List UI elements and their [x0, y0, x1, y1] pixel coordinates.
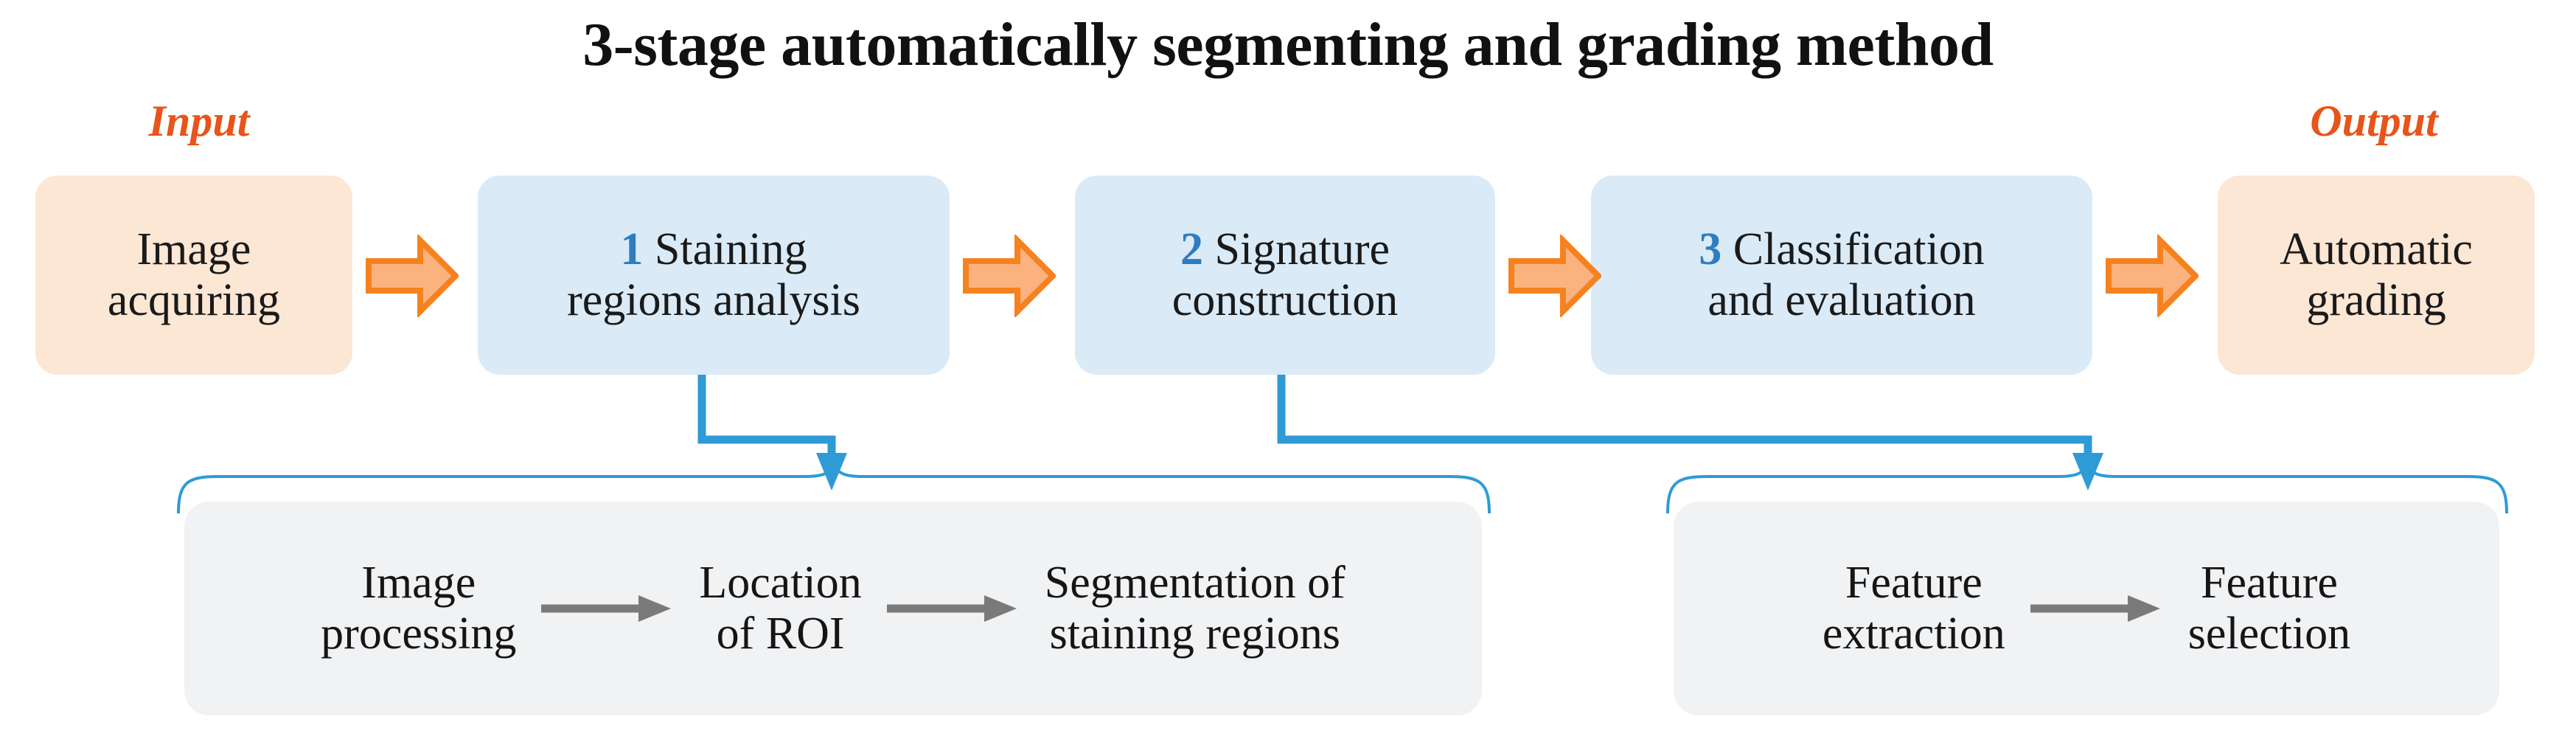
- input-caption: Input: [148, 97, 250, 145]
- stage-1-number: 1: [620, 224, 644, 274]
- page-title: 3-stage automatically segmenting and gra…: [582, 10, 1994, 79]
- right-thin-arrow-icon: [2030, 595, 2160, 622]
- flow-box-input-label: Image acquiring: [107, 224, 281, 325]
- flow-box-output-label: Automatic grading: [2280, 224, 2473, 325]
- stage-3-label: Classification and evaluation: [1708, 224, 1985, 325]
- flow-box-stage-3-content: 3 Classification and evaluation: [1699, 224, 1984, 327]
- stage-2-number: 2: [1180, 224, 1203, 274]
- detail-step: Feature extraction: [1822, 557, 2005, 659]
- output-caption: Output: [2310, 97, 2438, 145]
- flow-box-stage-3: 3 Classification and evaluation: [1591, 176, 2092, 375]
- flow-box-stage-2-content: 2 Signature construction: [1172, 224, 1399, 327]
- flow-box-stage-1: 1 Staining regions analysis: [478, 176, 950, 375]
- flow-box-input: Image acquiring: [35, 176, 352, 375]
- stage-3-number: 3: [1699, 224, 1722, 274]
- curly-brace-icon: [1666, 465, 2508, 514]
- stage-2-label: Signature construction: [1172, 224, 1399, 325]
- detail-step: Location of ROI: [699, 557, 862, 659]
- detail-step: Image processing: [321, 557, 517, 659]
- detail-step: Feature selection: [2187, 557, 2351, 659]
- flow-box-output: Automatic grading: [2218, 176, 2535, 375]
- right-block-arrow-icon: [1508, 235, 1601, 317]
- curly-brace-icon: [177, 465, 1491, 514]
- detail-step: Segmentation of staining regions: [1044, 557, 1346, 659]
- right-thin-arrow-icon: [886, 595, 1017, 622]
- right-block-arrow-icon: [963, 235, 1056, 317]
- right-block-arrow-icon: [366, 235, 459, 317]
- right-block-arrow-icon: [2106, 235, 2199, 317]
- detail-panel-stage-1: Image processing Location of ROI Segment…: [184, 502, 1482, 715]
- stage-1-label: Staining regions analysis: [567, 224, 860, 325]
- flow-box-stage-1-content: 1 Staining regions analysis: [567, 224, 860, 327]
- detail-panel-stage-2: Feature extraction Feature selection: [1674, 502, 2499, 715]
- flow-box-stage-2: 2 Signature construction: [1075, 176, 1495, 375]
- right-thin-arrow-icon: [541, 595, 672, 622]
